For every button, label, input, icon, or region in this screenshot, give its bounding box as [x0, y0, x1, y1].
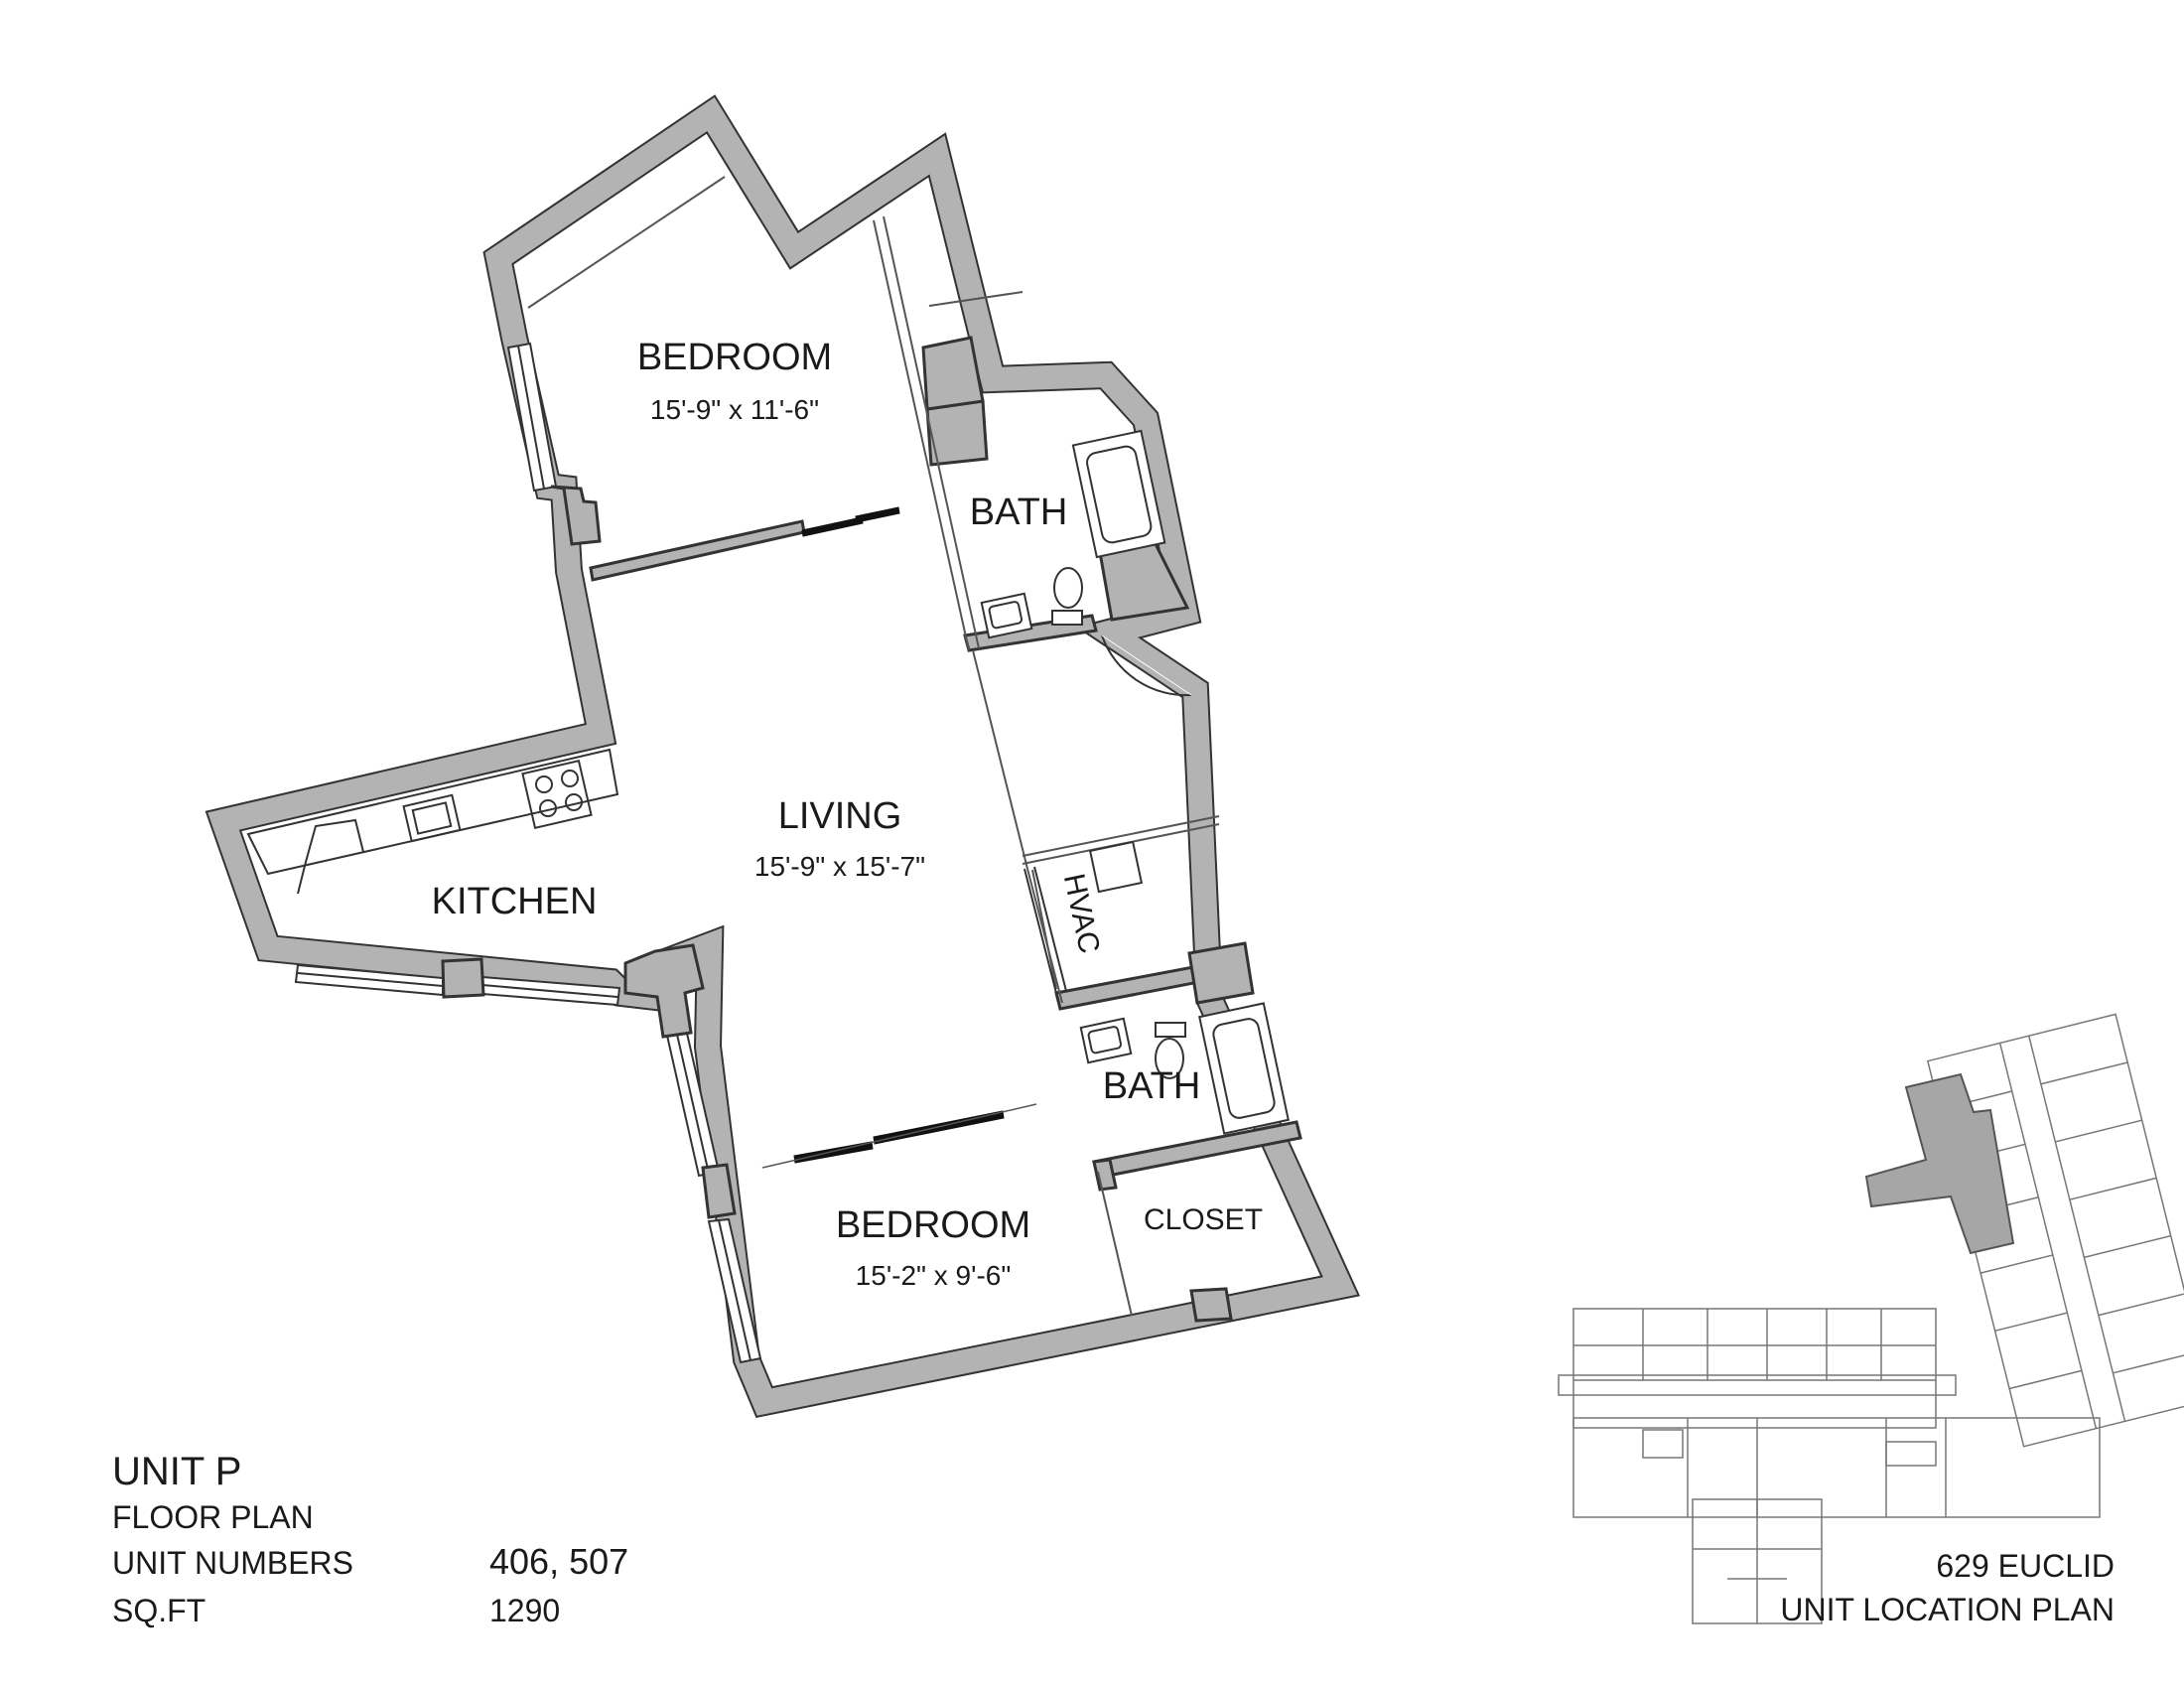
room-dims-bedroom-bottom: 15'-2" x 9'-6"	[856, 1260, 1012, 1291]
room-name-living: LIVING	[778, 795, 902, 837]
exterior-wall	[205, 94, 1361, 1418]
highlighted-unit	[1864, 1072, 2015, 1255]
bath-bottom-fixtures	[1079, 1002, 1290, 1135]
room-labels: BEDROOM 15'-9" x 11'-6" BATH LIVING 15'-…	[432, 337, 1263, 1291]
room-name-closet: CLOSET	[1144, 1203, 1263, 1236]
unit-info: UNIT P FLOOR PLAN UNIT NUMBERS 406, 507 …	[112, 1450, 708, 1648]
room-name-bedroom-bottom: BEDROOM	[836, 1204, 1030, 1246]
room-name-bath-top: BATH	[970, 492, 1068, 533]
partition-lines	[527, 176, 1220, 1317]
room-name-bath-bottom: BATH	[1103, 1065, 1201, 1107]
room-dims-living: 15'-9" x 15'-7"	[754, 851, 925, 882]
bath-top-fixtures	[980, 429, 1166, 639]
location-caption: 629 EUCLID UNIT LOCATION PLAN	[1780, 1544, 2115, 1631]
room-name-kitchen: KITCHEN	[432, 881, 598, 922]
unit-numbers-label: UNIT NUMBERS	[112, 1545, 353, 1581]
unit-title: UNIT P	[112, 1450, 242, 1493]
unit-location-plan	[1558, 1013, 2184, 1624]
room-name-bedroom-top: BEDROOM	[637, 337, 832, 378]
wall-piers	[441, 485, 1233, 1323]
hvac-unit	[1024, 840, 1144, 994]
unit-numbers-value: 406, 507	[489, 1541, 629, 1582]
unit-subtitle: FLOOR PLAN	[112, 1499, 314, 1535]
location-plan-caption: UNIT LOCATION PLAN	[1780, 1592, 2115, 1627]
kitchen-fixtures	[246, 748, 619, 895]
building-name: 629 EUCLID	[1936, 1548, 2115, 1584]
sliding-doors	[761, 506, 1037, 1169]
room-dims-bedroom-top: 15'-9" x 11'-6"	[650, 394, 819, 425]
windows	[294, 342, 762, 1364]
sqft-value: 1290	[489, 1593, 561, 1628]
sqft-label: SQ.FT	[112, 1593, 206, 1628]
door-swing	[1101, 634, 1192, 697]
door-leaf	[1101, 634, 1192, 696]
